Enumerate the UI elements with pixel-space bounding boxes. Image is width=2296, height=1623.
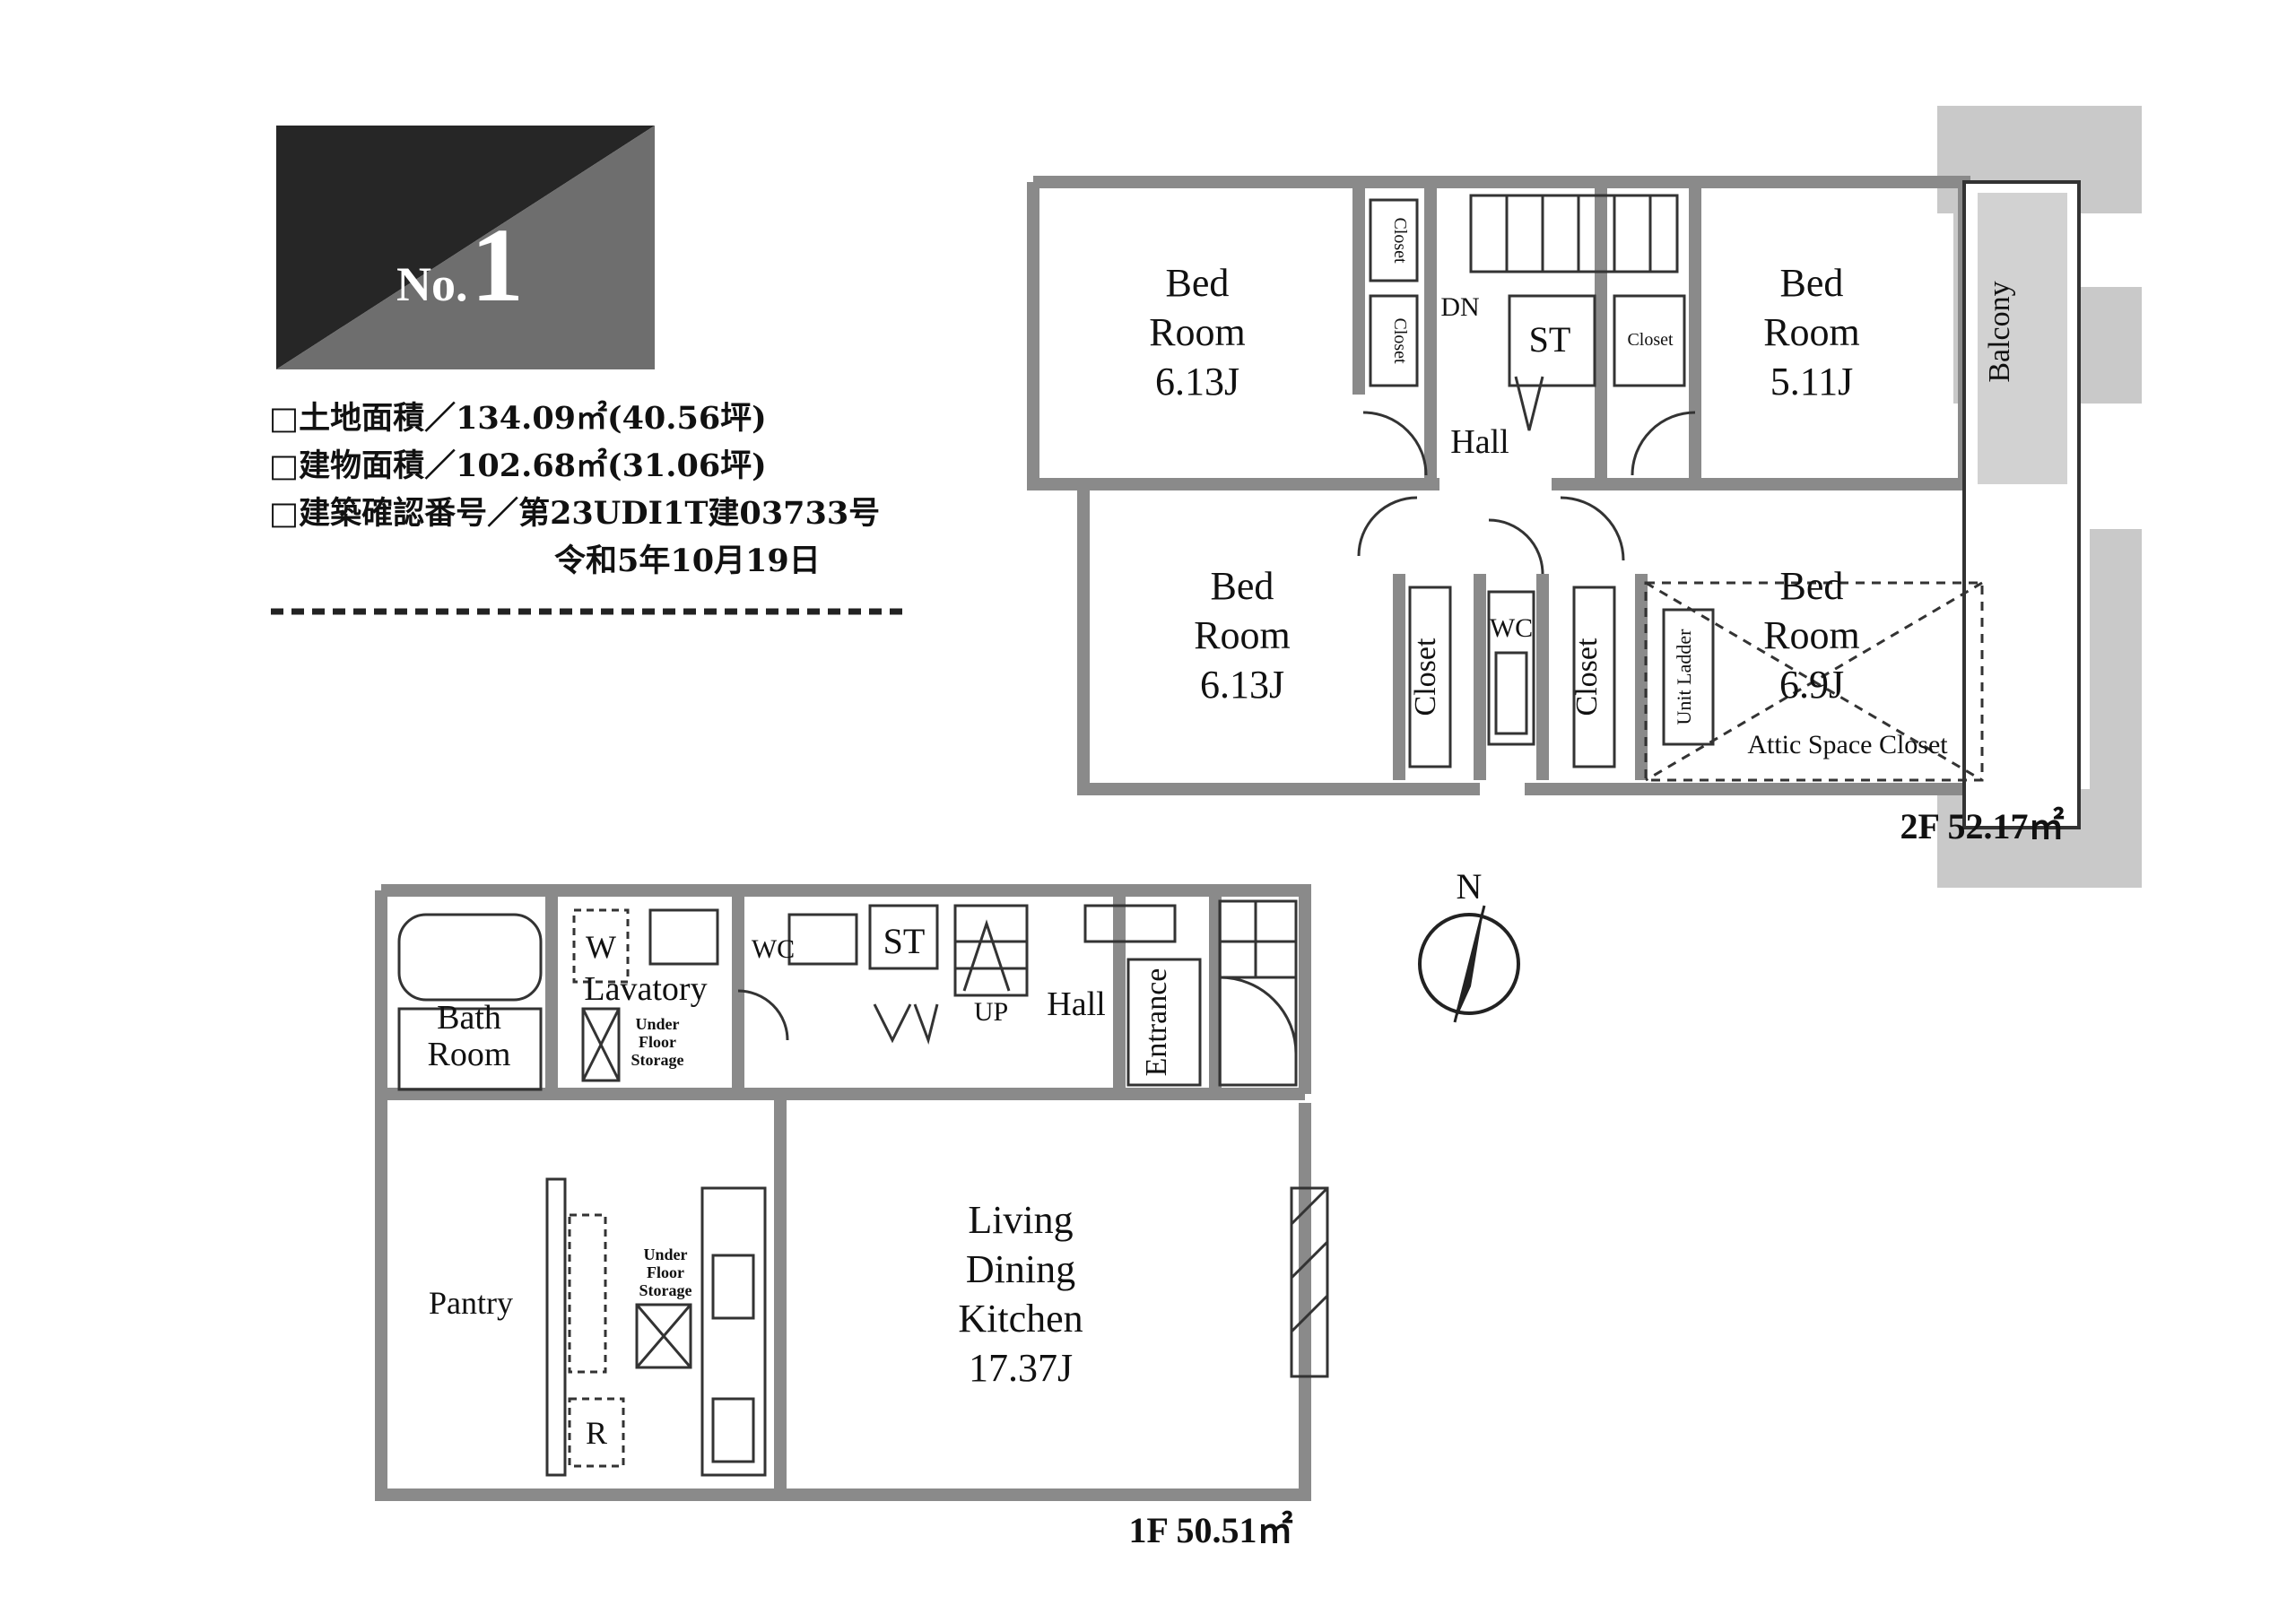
under-floor-1-line1: Under xyxy=(636,1015,680,1033)
badge-prefix: No. xyxy=(396,257,468,311)
ldk-line3: Kitchen xyxy=(958,1297,1083,1341)
lavatory-label: Lavatory xyxy=(584,970,707,1008)
compass: N xyxy=(1418,866,1520,1023)
wc-1f-label: WC xyxy=(752,934,795,964)
under-floor-1-line2: Floor xyxy=(639,1033,676,1051)
bedroom-sw-size: 6.13J xyxy=(1200,663,1284,707)
bedroom-se-line1: Bed xyxy=(1780,564,1844,608)
entrance-label: Entrance xyxy=(1140,968,1173,1077)
bedroom-nw-line1: Bed xyxy=(1166,261,1230,305)
bedroom-sw-line1: Bed xyxy=(1211,564,1274,608)
hall-2f-label: Hall xyxy=(1450,423,1509,461)
hall-1f-label: Hall xyxy=(1047,985,1105,1023)
confirmation-number-text: □建築確認番号／第23UDI1T建03733号 xyxy=(269,495,881,532)
st-1f-label: ST xyxy=(883,921,926,961)
land-area-text: □土地面積／134.09㎡(40.56坪) xyxy=(269,400,767,437)
second-floor-plan xyxy=(1027,176,2002,795)
bedroom-nw-size: 6.13J xyxy=(1155,360,1239,404)
ldk-line1: Living xyxy=(968,1198,1073,1242)
bedroom-ne-size: 5.11J xyxy=(1770,360,1854,404)
under-floor-2-line2: Floor xyxy=(647,1263,684,1281)
building-area-text: □建物面積／102.68㎡(31.06坪) xyxy=(269,447,767,484)
closet-nw-lower-label: Closet xyxy=(1390,317,1410,364)
st-2f-label: ST xyxy=(1529,319,1571,360)
bath-line2: Room xyxy=(428,1036,511,1073)
closet-ne-label: Closet xyxy=(1627,330,1674,350)
closet-sw-label: Closet xyxy=(1409,638,1442,716)
bedroom-ne-line1: Bed xyxy=(1780,261,1844,305)
ldk-line2: Dining xyxy=(966,1247,1075,1291)
badge-number: 1 xyxy=(471,206,524,324)
stair-up-label: UP xyxy=(974,997,1008,1027)
bedroom-se-line2: Room xyxy=(1763,613,1860,657)
closet-nw-upper-label: Closet xyxy=(1390,217,1410,264)
under-floor-2-line1: Under xyxy=(644,1245,688,1263)
second-floor-area: 2F 52.17㎡ xyxy=(1900,806,2065,846)
refrigerator-label: R xyxy=(586,1415,607,1451)
under-floor-1-line3: Storage xyxy=(631,1051,684,1069)
bedroom-sw-line2: Room xyxy=(1194,613,1291,657)
confirmation-date-text: 令和5年10月19日 xyxy=(554,542,821,579)
balcony-label: Balcony xyxy=(1983,281,2016,382)
ldk-size: 17.37J xyxy=(969,1346,1073,1390)
wc-2f-label: WC xyxy=(1490,613,1533,643)
bath-line1: Bath xyxy=(437,999,501,1037)
unit-ladder-label: Unit Ladder xyxy=(1673,629,1695,725)
first-floor-labels: Bath Room W Lavatory Under Floor Storage… xyxy=(428,921,1293,1550)
pantry-label: Pantry xyxy=(429,1285,513,1321)
attic-label: Attic Space Closet xyxy=(1747,730,1948,759)
fixtures-1f xyxy=(397,899,1329,1477)
stairs-2f xyxy=(1469,194,1679,431)
bedroom-ne-line2: Room xyxy=(1763,310,1860,354)
bedroom-nw-line2: Room xyxy=(1149,310,1246,354)
fixtures-2f xyxy=(1357,198,1984,782)
washer-label: W xyxy=(586,929,616,965)
property-number-badge: No. 1 xyxy=(276,126,655,369)
first-floor-area: 1F 50.51㎡ xyxy=(1129,1510,1293,1550)
closet-s-label: Closet xyxy=(1570,638,1604,716)
first-floor-plan xyxy=(375,884,1311,1501)
second-floor-labels: Bed Room 6.13J Bed Room 5.11J Bed Room 6… xyxy=(1149,261,2064,846)
stair-dn-label: DN xyxy=(1440,292,1479,322)
under-floor-2-line3: Storage xyxy=(639,1281,692,1299)
bedroom-se-size: 6.9J xyxy=(1779,663,1844,707)
compass-north-label: N xyxy=(1457,866,1483,907)
